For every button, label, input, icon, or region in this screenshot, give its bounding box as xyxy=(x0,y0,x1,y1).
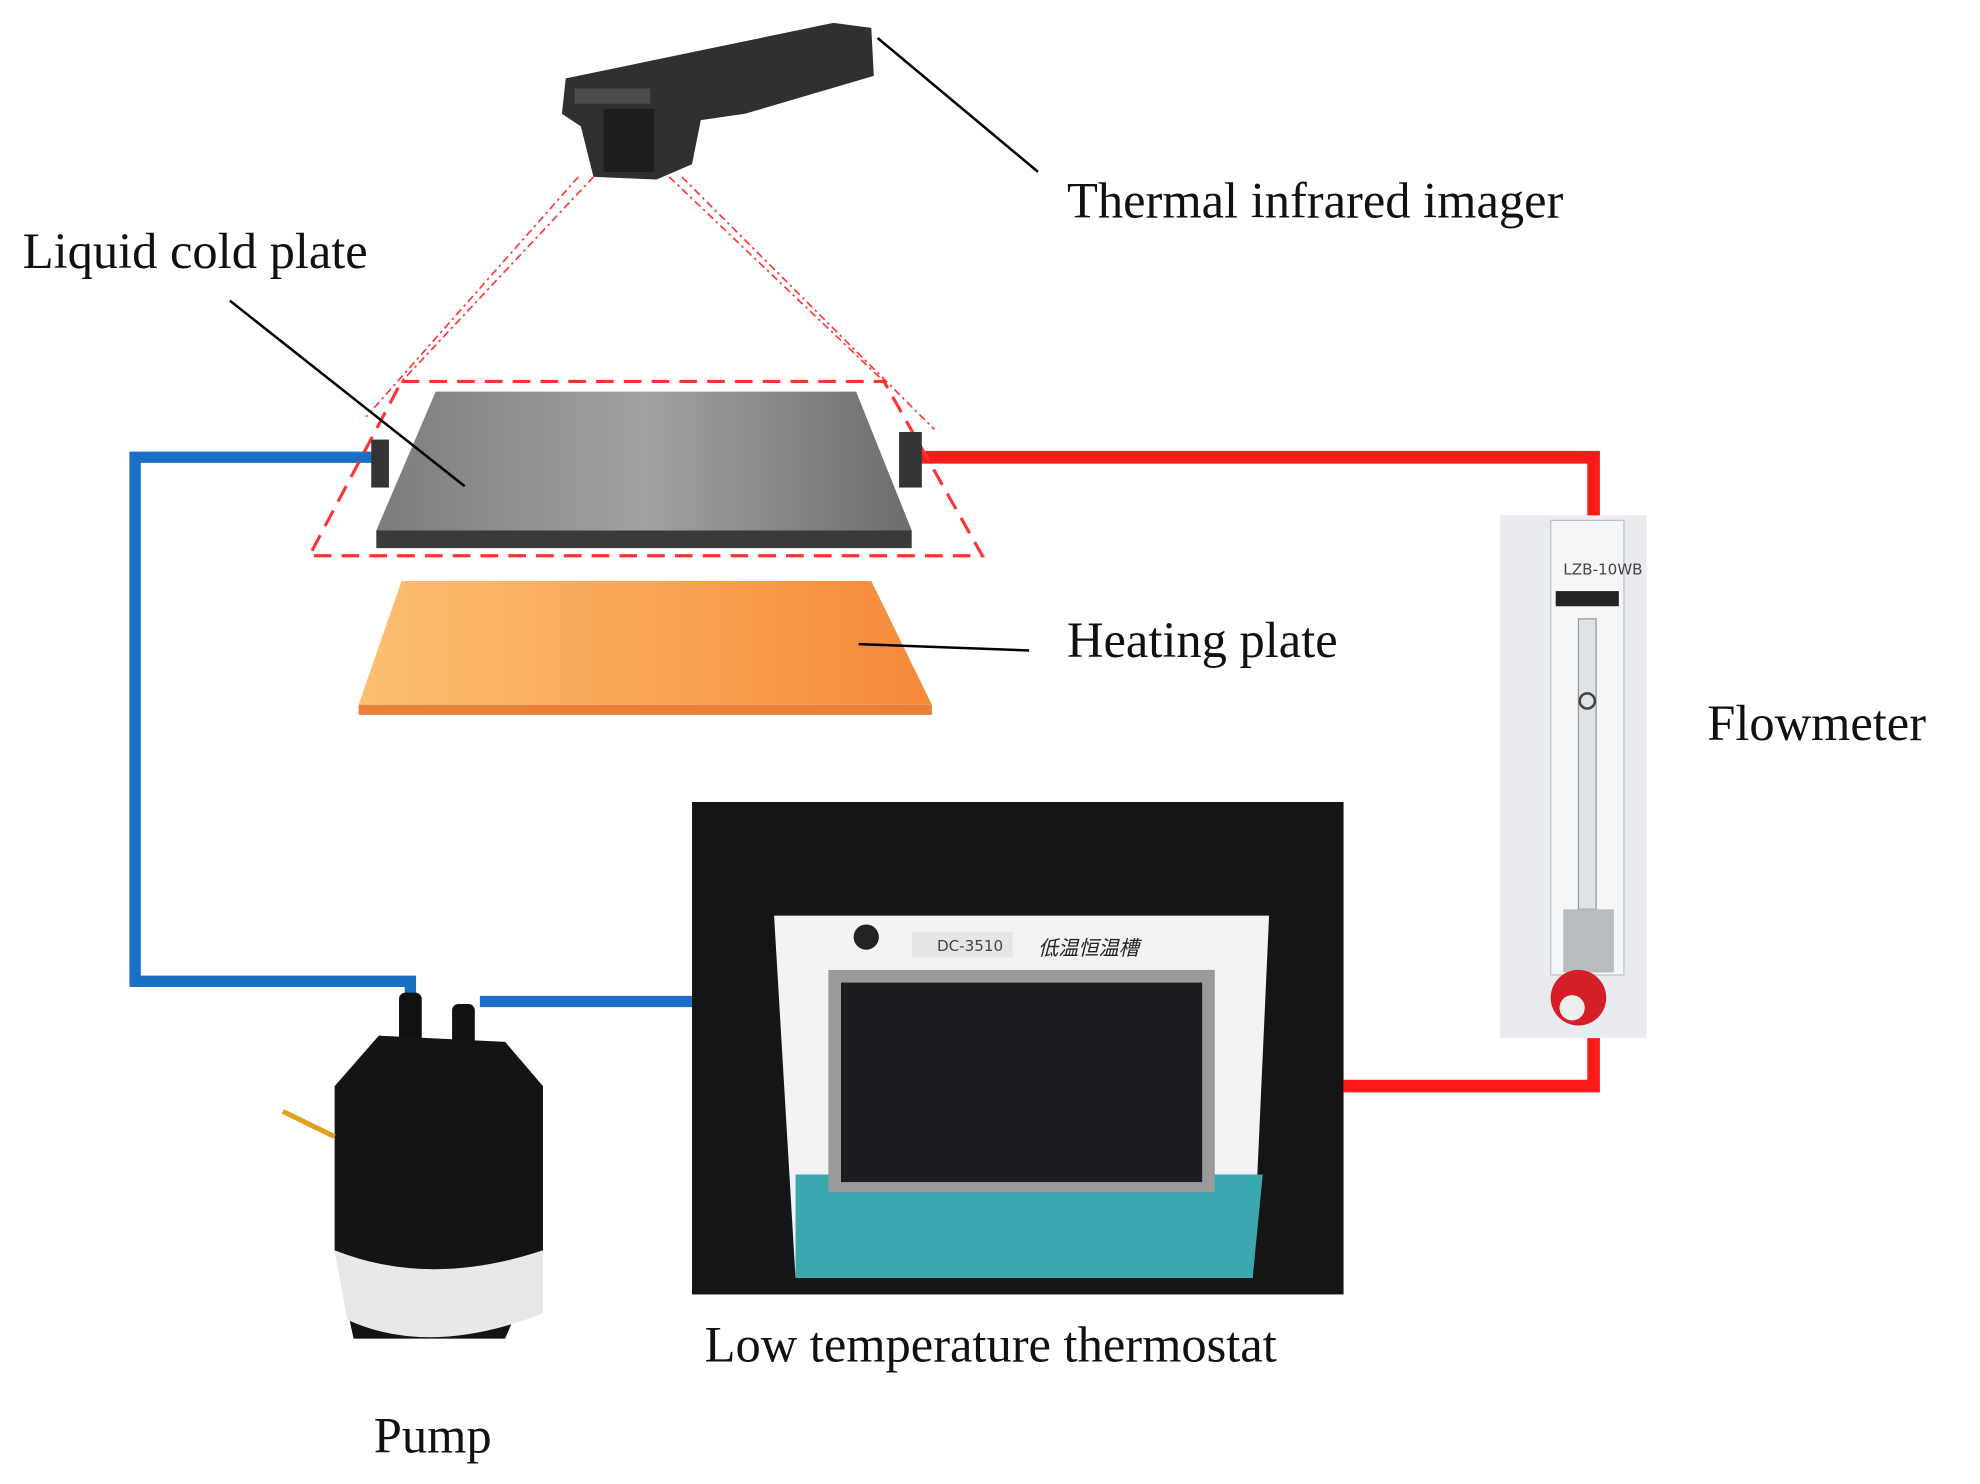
field-of-view xyxy=(365,176,936,431)
label-heating-plate: Heating plate xyxy=(1067,612,1338,668)
label-pump: Pump xyxy=(374,1407,492,1463)
thermostat-model: DC-3510 xyxy=(937,937,1003,955)
label-liquid-cold-plate: Liquid cold plate xyxy=(23,223,368,279)
label-flowmeter: Flowmeter xyxy=(1707,695,1926,751)
label-thermal-infrared-imager: Thermal infrared imager xyxy=(1067,172,1564,228)
imager-leader xyxy=(876,37,1039,173)
thermal-imager xyxy=(561,22,874,180)
thermostat-name: 低温恒温槽 xyxy=(1038,936,1143,960)
heating-plate-leader xyxy=(858,642,1030,652)
hot-pipe-flowmeter-thermostat xyxy=(1343,1035,1600,1093)
hot-pipe-plate-flowmeter xyxy=(911,450,1600,521)
cold-pipe-to-plate xyxy=(129,451,417,1001)
label-low-temperature-thermostat: Low temperature thermostat xyxy=(705,1316,1277,1372)
low-temperature-thermostat: DC-3510 低温恒温槽 xyxy=(691,801,1344,1295)
flowmeter: LZB-10WB xyxy=(1500,515,1647,1039)
field-of-view-outline xyxy=(306,379,986,558)
flowmeter-model: LZB-10WB xyxy=(1563,561,1642,579)
pump xyxy=(281,992,543,1339)
cold-plate-leader xyxy=(229,299,466,488)
liquid-cold-plate xyxy=(371,391,922,549)
heating-plate xyxy=(358,580,932,715)
